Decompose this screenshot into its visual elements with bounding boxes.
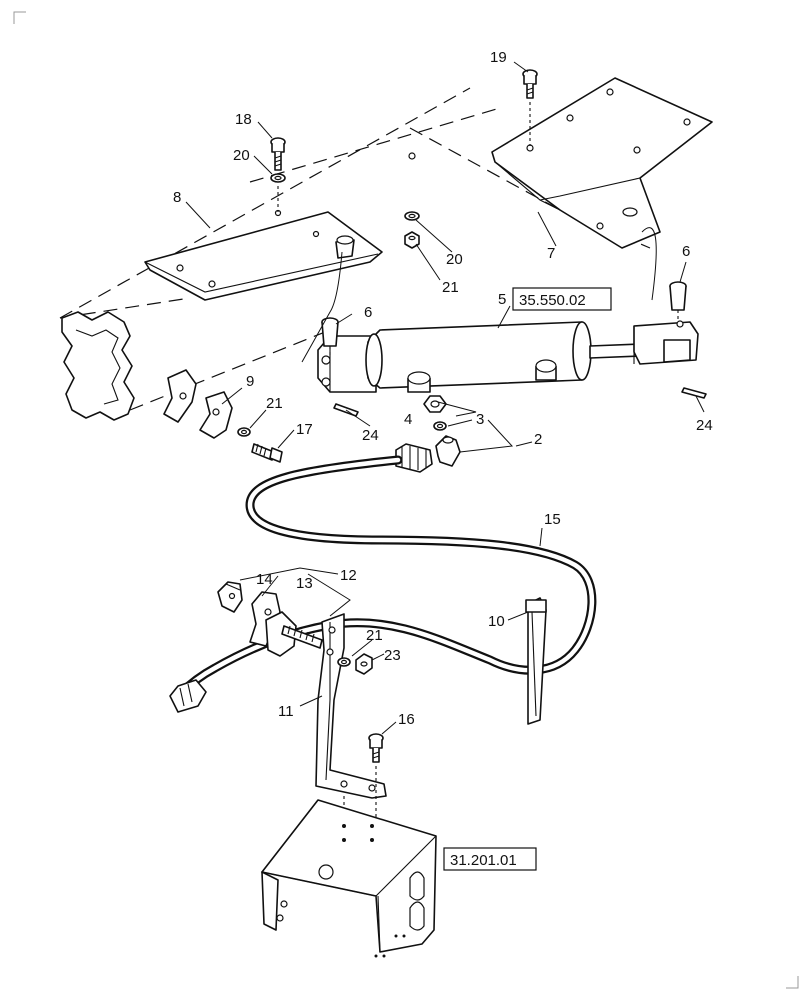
mounting-plate-left [144,209,383,301]
callout-21-lower: 21 [366,627,383,644]
callout-20-upper: 20 [233,147,250,164]
corner-mark-bottom-right [786,976,799,989]
callout-6-right: 6 [682,243,690,260]
callout-14: 14 [256,571,273,588]
clamp-13 [249,591,297,657]
hydraulic-cylinder [317,320,699,393]
frame-beam [59,87,651,421]
support-bracket [315,613,387,799]
washer-21-lower [337,657,351,667]
callout-9: 9 [246,373,254,390]
washer-20-lower [404,211,420,221]
bolt-16 [343,733,384,818]
washer-20-upper [270,173,286,183]
bolt-19 [522,69,538,146]
reference-bracket[interactable]: 31.201.01 [443,847,537,871]
fitting-4 [423,395,447,413]
callout-18: 18 [235,111,252,128]
callout-24-right: 24 [696,417,713,434]
nut-23 [355,653,373,675]
clamp-9 [163,369,233,439]
callout-17: 17 [296,421,313,438]
callout-23: 23 [384,647,401,664]
callout-16: 16 [398,711,415,728]
mounting-plate-right [491,77,713,249]
callout-12: 12 [340,567,357,584]
callout-21-upper: 21 [442,279,459,296]
washer-21-upper-left [237,427,251,437]
seal-3 [433,421,447,431]
callout-4: 4 [404,411,412,428]
callout-11: 11 [278,703,294,720]
bolt-17 [251,443,283,463]
callout-3: 3 [476,411,484,428]
beam-broken-end [61,311,135,421]
callout-5: 5 [498,291,506,308]
callout-19: 19 [490,49,507,66]
elbow-fitting [435,435,461,467]
callout-labels: 19 18 20 8 7 20 21 6 5 6 9 21 17 4 3 2 2… [173,49,713,728]
nut-21-upper [404,231,420,249]
reference-cylinder[interactable]: 35.550.02 [512,287,612,311]
callout-15: 15 [544,511,561,528]
callout-20-lower: 20 [446,251,463,268]
hose-fitting-cylinder-end [395,443,433,473]
cotter-pin-24-right [681,387,707,399]
callout-8: 8 [173,189,181,206]
bolt-18 [270,137,286,212]
callout-7: 7 [547,245,555,262]
reference-bracket-text: 31.201.01 [450,852,517,869]
frame-channel [261,799,437,958]
callout-10: 10 [488,613,505,630]
callout-21-left: 21 [266,395,283,412]
cable-tie [525,597,547,725]
pin-6-right [669,281,687,322]
corner-mark-top-left [13,11,26,24]
callout-13: 13 [296,575,313,592]
reference-cylinder-text: 35.550.02 [519,292,586,309]
bolt-12 [281,625,323,649]
callout-6-left: 6 [364,304,372,321]
callout-24-left: 24 [362,427,379,444]
callout-2: 2 [534,431,542,448]
leader-lines [185,61,705,735]
clamp-14 [217,581,243,613]
